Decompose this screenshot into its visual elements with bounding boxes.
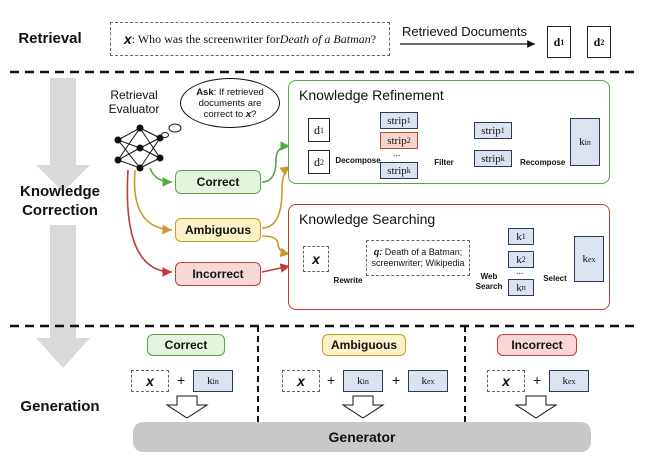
generation-arrows: [165, 395, 558, 419]
generator-bar: Generator: [133, 422, 591, 452]
branch-incorrect: [126, 169, 173, 277]
recompose-label: Recompose: [520, 158, 566, 167]
query-x: x: [123, 31, 132, 47]
gen-tag-correct: Correct: [147, 334, 225, 356]
k-dots: ...: [516, 266, 524, 276]
searching-title: Knowledge Searching: [299, 211, 436, 227]
thought-bubble-tail: [161, 123, 182, 138]
section-generation: Generation: [20, 398, 100, 415]
select-label: Select: [543, 274, 567, 283]
query-suffix: ?: [370, 31, 377, 46]
filter-label: Filter: [434, 158, 454, 167]
knowledge-refinement-panel: Knowledge Refinement: [288, 80, 610, 184]
query-box: x: Who was the screenwriter for Death of…: [110, 22, 390, 56]
ambiguous-to-searching: [261, 235, 291, 258]
correct-to-refinement: [261, 141, 291, 183]
gen-incorrect-plus: +: [533, 372, 542, 388]
gen-tag-incorrect: Incorrect: [497, 334, 577, 356]
tag-ambiguous: Ambiguous: [175, 218, 261, 242]
evaluator-network-icon: [114, 124, 164, 172]
query-title: Death of a Batman: [279, 31, 371, 46]
flow-arrow-left: [36, 78, 90, 368]
gen-ambiguous-plus-2: +: [392, 372, 401, 388]
gen-incorrect-x: x: [487, 370, 525, 392]
query-prefix: : Who was the screenwriter for: [131, 31, 280, 46]
gen-ambiguous-x: x: [282, 370, 320, 392]
tag-correct: Correct: [175, 170, 261, 194]
tag-incorrect: Incorrect: [175, 262, 261, 286]
retrieved-documents-label: Retrieved Documents: [402, 24, 527, 39]
incorrect-to-searching: [261, 263, 291, 273]
decompose-label: Decompose: [335, 156, 381, 165]
gen-correct-plus: +: [177, 372, 186, 388]
gen-tag-ambiguous: Ambiguous: [322, 334, 406, 356]
branch-ambiguous: [133, 169, 173, 235]
gen-correct-x: x: [131, 370, 169, 392]
section-retrieval: Retrieval: [18, 30, 82, 47]
rewritten-query-box: q: Death of a Batman; screenwriter; Wiki…: [366, 240, 470, 276]
strip-dots: ...: [393, 148, 401, 158]
rewrite-label: Rewrite: [333, 276, 363, 285]
thought-bubble: Ask: If retrieved documents are correct …: [180, 78, 280, 128]
branch-correct: [149, 167, 173, 187]
section-knowledge: Knowledge: [19, 183, 100, 200]
gen-ambiguous-plus-1: +: [327, 372, 336, 388]
ambiguous-to-refinement: [261, 165, 291, 229]
search-x-box: x: [303, 246, 329, 272]
section-correction: Correction: [22, 202, 98, 219]
refinement-title: Knowledge Refinement: [299, 87, 444, 103]
